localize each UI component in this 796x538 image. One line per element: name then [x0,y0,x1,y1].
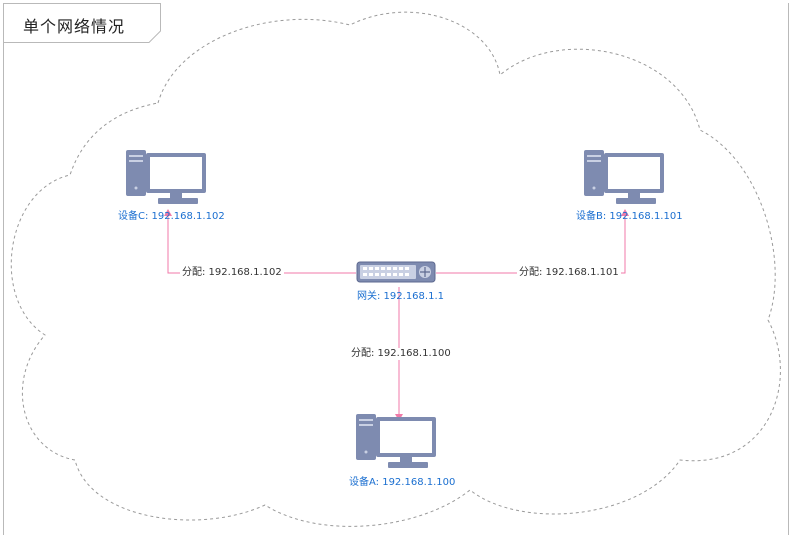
gateway-label: 网关: 192.168.1.1 [357,291,444,302]
link-label-device-b: 分配: 192.168.1.101 [517,267,621,279]
device-a-label: 设备A: 192.168.1.100 [349,477,456,488]
computer-icon-device-a [356,414,436,468]
title-tab: 单个网络情况 [3,3,161,43]
title-tab-shape [3,3,161,43]
gateway-switch-icon [356,261,436,283]
link-label-device-c: 分配: 192.168.1.102 [180,267,284,279]
link-gateway-to-device-b [436,209,629,274]
page-title: 单个网络情况 [23,17,126,36]
device-c-label: 设备C: 192.168.1.102 [118,211,225,222]
computer-icon-device-b [584,150,664,204]
link-gateway-to-device-c [164,209,356,274]
cloud-outline [10,11,781,527]
link-label-device-a: 分配: 192.168.1.100 [349,348,453,360]
computer-icon-device-c [126,150,206,204]
device-b-label: 设备B: 192.168.1.101 [576,211,683,222]
